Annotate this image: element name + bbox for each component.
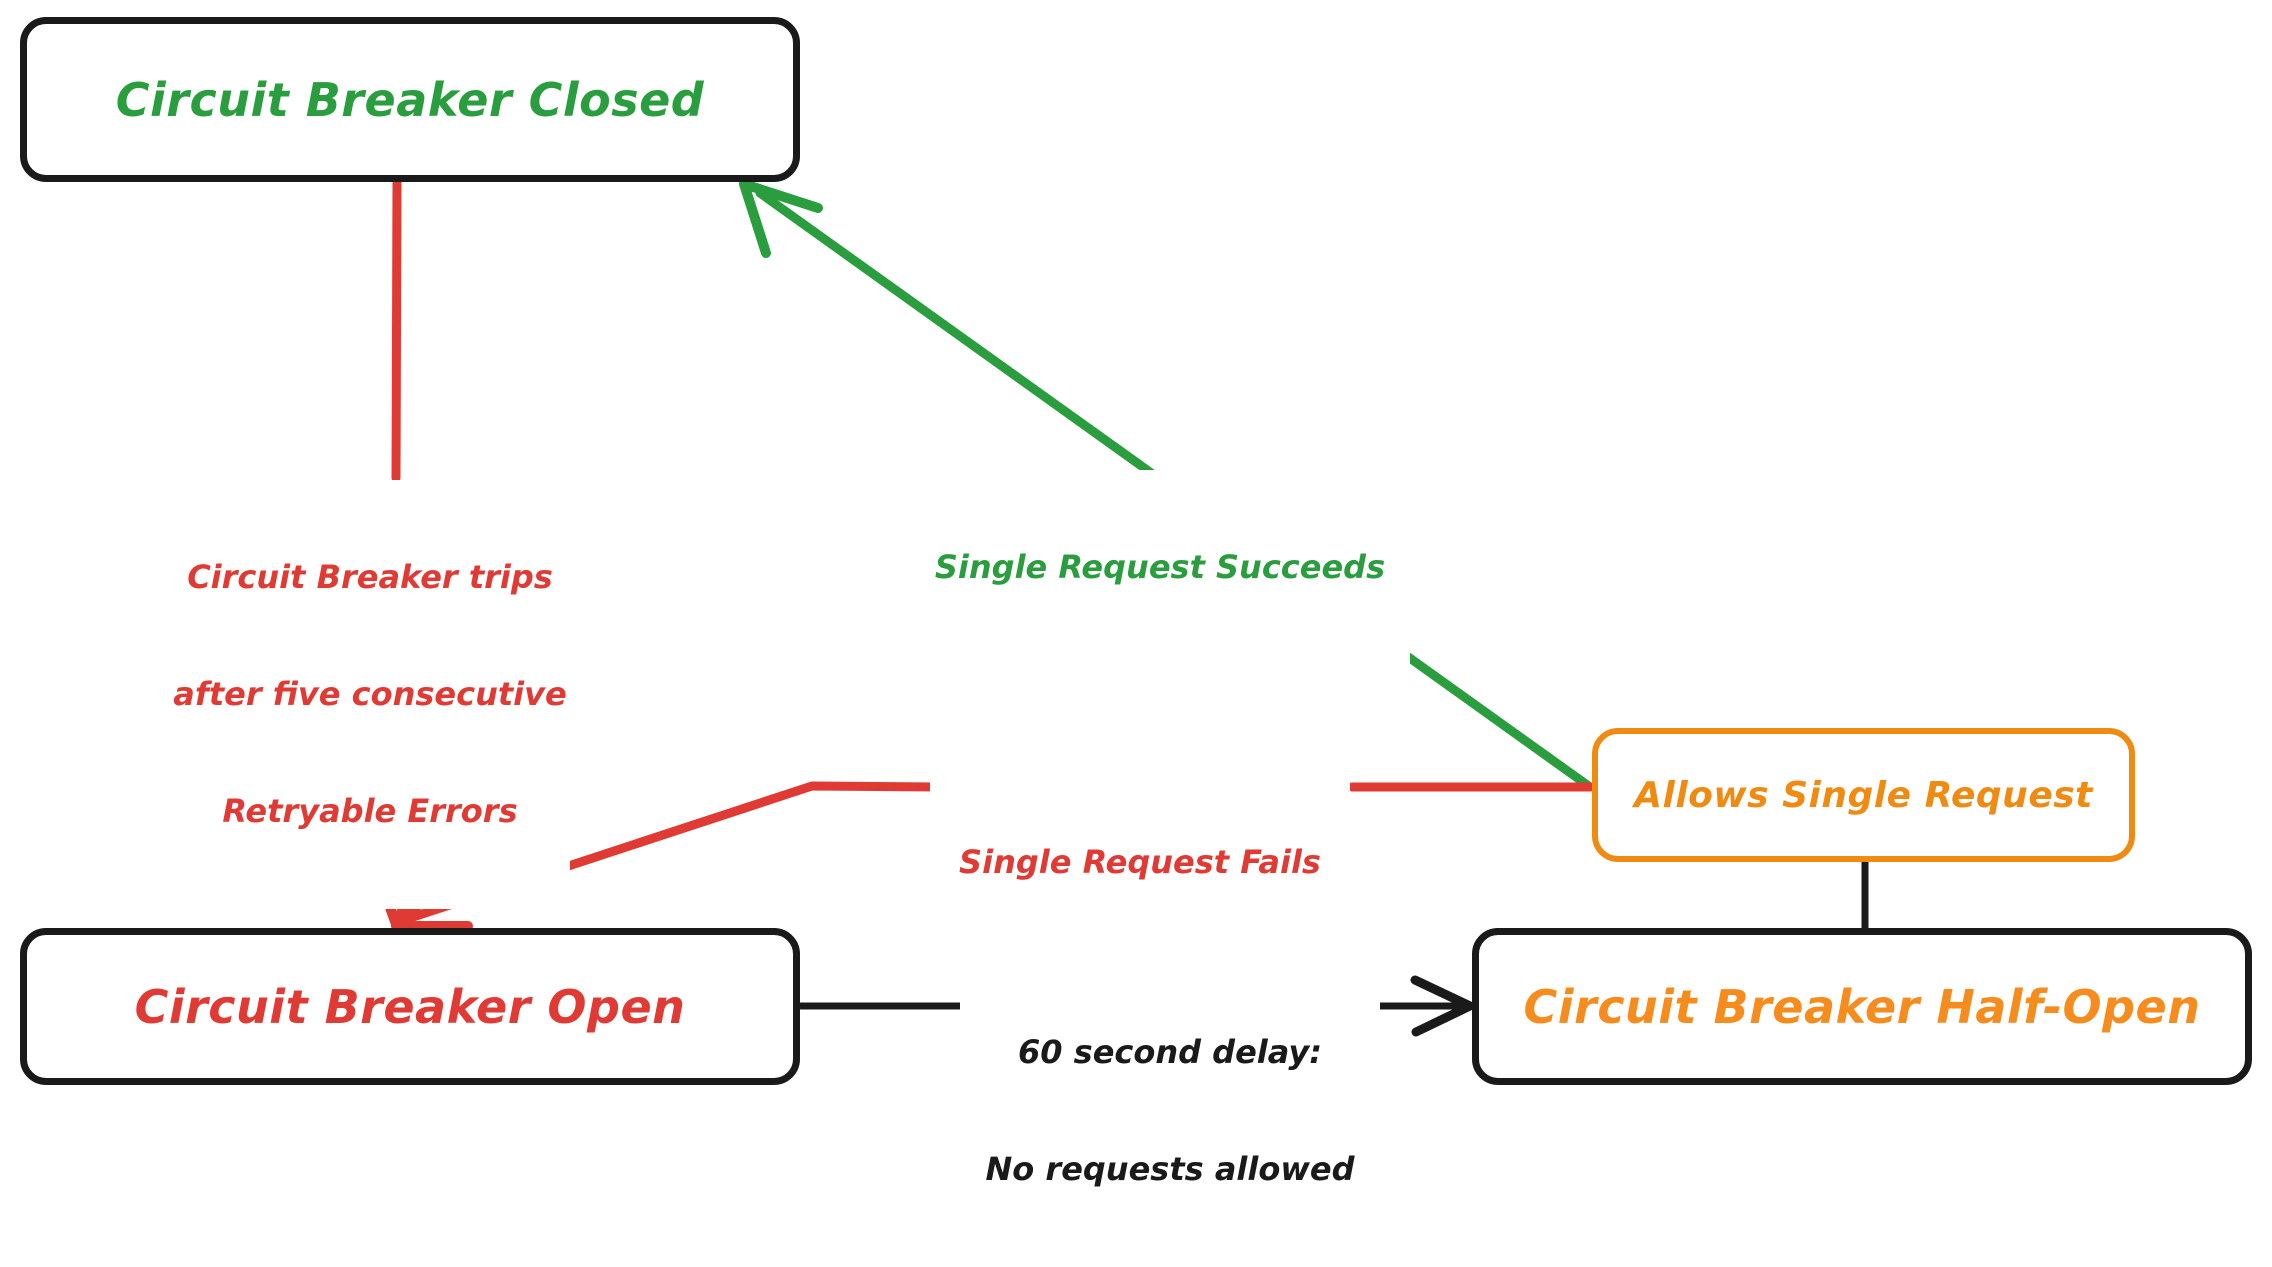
arrowhead-delay — [1410, 975, 1475, 1037]
edge-label-succeeds: Single Request Succeeds — [910, 470, 1410, 666]
node-label-allows: Allows Single Request — [1634, 774, 2093, 816]
node-circuit-breaker-half-open[interactable]: Circuit Breaker Half-Open — [1472, 928, 2252, 1085]
node-allows-single-request[interactable]: Allows Single Request — [1592, 728, 2135, 862]
edge-label-trips: Circuit Breaker trips after five consecu… — [170, 480, 570, 910]
node-circuit-breaker-closed[interactable]: Circuit Breaker Closed — [20, 17, 800, 182]
node-label-half-open: Circuit Breaker Half-Open — [1523, 979, 2201, 1034]
edge-label-delay-line2: No requests allowed — [985, 1150, 1355, 1189]
edge-label-fails-line1: Single Request Fails — [959, 843, 1321, 882]
edge-label-fails: Single Request Fails — [930, 765, 1350, 961]
node-circuit-breaker-open[interactable]: Circuit Breaker Open — [20, 928, 800, 1085]
edge-label-trips-line1: Circuit Breaker trips — [187, 558, 553, 597]
edge-label-delay-line1: 60 second delay: — [1017, 1033, 1323, 1072]
edge-label-succeeds-line1: Single Request Succeeds — [934, 548, 1386, 587]
node-label-open: Circuit Breaker Open — [134, 979, 686, 1034]
node-label-closed: Circuit Breaker Closed — [115, 72, 705, 127]
edge-label-delay: 60 second delay: No requests allowed — [960, 955, 1380, 1267]
diagram-canvas: Circuit Breaker Closed Circuit Breaker O… — [20, 17, 2252, 1189]
edge-label-trips-line3: Retryable Errors — [222, 792, 518, 831]
edge-label-trips-line2: after five consecutive — [173, 675, 567, 714]
arrowhead-succeeds — [739, 179, 823, 258]
